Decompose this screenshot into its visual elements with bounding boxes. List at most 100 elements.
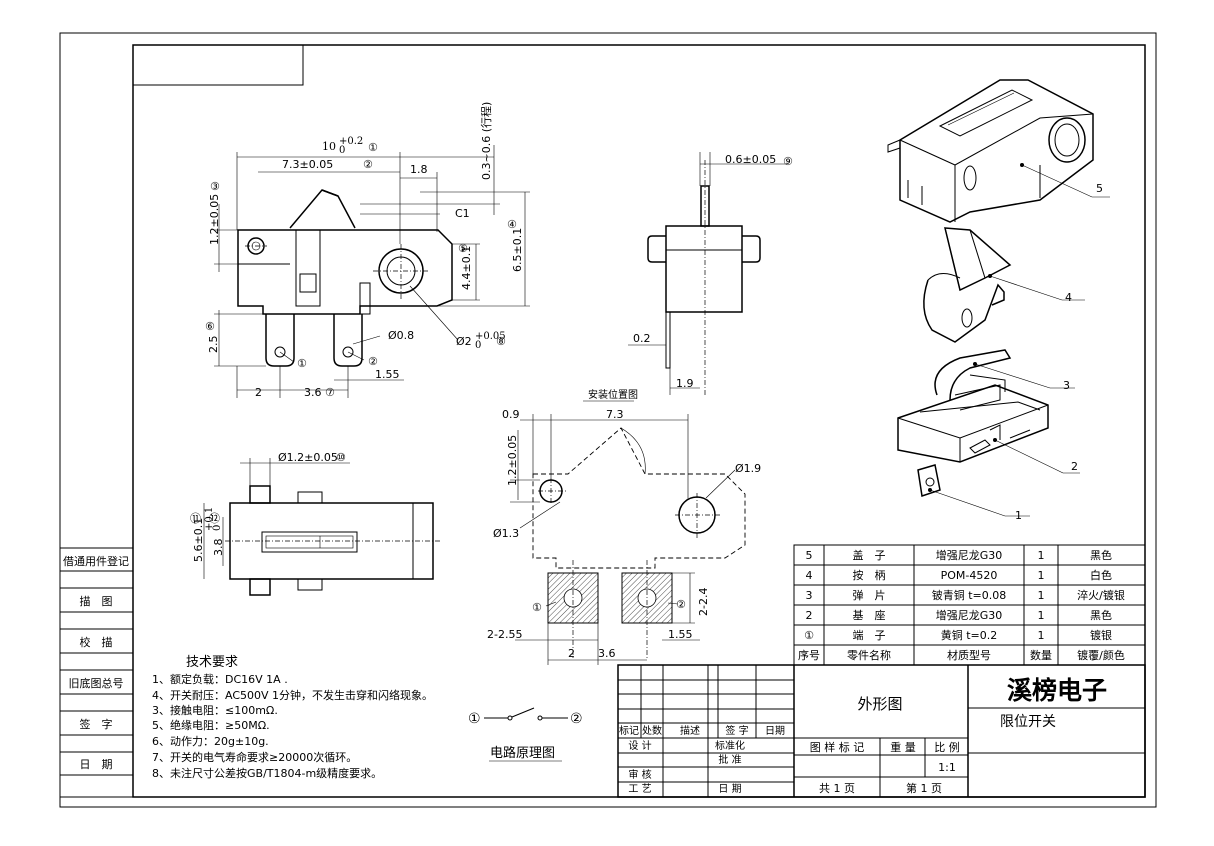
bom-row-3-finish: 淬火/镀银	[1077, 588, 1125, 602]
view-name: 外形图	[857, 695, 902, 713]
dim-side-19: 1.9	[676, 377, 694, 390]
dim-front-25: 2.5	[207, 336, 220, 354]
circuit-node-1: ①	[468, 711, 481, 727]
dim-side-06: 0.6±0.05	[725, 153, 776, 166]
title-block: 标记 处数 描述 签 字 日期 设 计 标准化 批 准 审 核 工 艺 日 期 …	[617, 664, 1146, 798]
bom-row-4-qty: 1	[1038, 569, 1045, 582]
dim-front-total-tol0: 0	[339, 145, 345, 156]
bom-row-5-no: 5	[806, 549, 813, 562]
callout-c8: ⑧	[496, 335, 506, 348]
callout-c12: ⑫	[209, 512, 220, 525]
bom-row-2-name: 基 座	[853, 608, 886, 622]
front-view: 10 +0.2 0 ① 7.3±0.05 ② 1.8 0.3~0.6 (行程) …	[205, 102, 530, 399]
bom-row-4-finish: 白色	[1090, 568, 1112, 582]
dim-front-36: 3.6	[304, 386, 322, 399]
dim-ins-12: 1.2±0.05	[506, 435, 519, 486]
rev-header-sign: 签 字	[725, 724, 748, 737]
dim-ins-13: Ø1.3	[493, 527, 519, 540]
dim-ins-2: 2	[568, 647, 575, 660]
bom-row-5-qty: 1	[1038, 549, 1045, 562]
company-name: 溪榜电子	[1007, 676, 1107, 705]
bom-row-2-finish: 黑色	[1090, 608, 1112, 622]
dim-front-18: 1.8	[410, 163, 428, 176]
strip-label-date: 日 期	[80, 758, 113, 771]
circuit-node-2: ②	[570, 711, 583, 727]
dim-front-73: 7.3±0.05	[282, 158, 333, 171]
bom-row-2-qty: 1	[1038, 609, 1045, 622]
callout-c4: ④	[507, 218, 517, 231]
strip-label-sign: 签 字	[80, 717, 113, 731]
bom-row-4-name: 按 柄	[853, 568, 886, 582]
bom-row-4-no: 4	[806, 569, 813, 582]
approval-design: 设 计	[628, 739, 651, 752]
bom-header-finish: 镀覆/颜色	[1077, 648, 1125, 662]
callout-c2: ②	[363, 158, 373, 171]
bom-row-3-no: 3	[806, 589, 813, 602]
base-part	[897, 384, 1080, 474]
approval-check: 审 核	[628, 768, 651, 781]
bom-row-1-no: ①	[804, 629, 814, 642]
bom-row-2-no: 2	[806, 609, 813, 622]
dim-front-phi2-tol0: 0	[475, 340, 481, 351]
page-number: 第 1 页	[906, 781, 942, 795]
dim-bottom-38-tol0: 0	[212, 525, 223, 531]
bom-table: 5 盖 子 增强尼龙G30 1 黑色 4 按 柄 POM-4520 1 白色 3…	[793, 544, 1146, 666]
callout-c11: ⑪	[190, 512, 201, 525]
rev-header-mark: 标记	[619, 725, 639, 737]
tech-item-1: 1、额定负载：DC16V 1A .	[152, 672, 288, 686]
callout-c7: ⑦	[325, 386, 335, 399]
dim-front-08: Ø0.8	[388, 329, 414, 342]
dim-front-155: 1.55	[375, 368, 400, 381]
bom-header-no: 序号	[798, 648, 820, 662]
dim-bottom-56: 5.6±0.1	[192, 518, 205, 562]
strip-label-old-base: 旧底图总号	[69, 676, 124, 690]
actuator-part	[923, 227, 1085, 343]
dim-front-travel: 0.3~0.6 (行程)	[480, 102, 493, 180]
terminal-part	[917, 464, 1030, 517]
circuit-diagram: ① ② 电路原理图	[468, 707, 583, 762]
dim-front-12: 1.2±0.05	[208, 194, 221, 245]
bom-header-material: 材质型号	[947, 648, 991, 662]
dim-front-c1: C1	[455, 207, 470, 220]
callout-2: 2	[1071, 460, 1078, 473]
outer-border	[59, 32, 1157, 808]
dim-side-02: 0.2	[633, 332, 651, 345]
callout-c5: ⑤	[458, 242, 468, 255]
tech-requirements: 技术要求 1、额定负载：DC16V 1A . 4、开关耐压：AC500V 1分钟…	[152, 655, 433, 780]
dim-front-2: 2	[255, 386, 262, 399]
approval-approve: 批 准	[718, 753, 741, 766]
callout-3: 3	[1063, 379, 1070, 392]
dim-bottom-38: 3.8	[212, 539, 225, 557]
tech-item-5: 6、动作力：20g±10g.	[152, 735, 269, 748]
circuit-label: 电路原理图	[490, 745, 555, 761]
bom-row-2-material: 增强尼龙G30	[936, 608, 1003, 622]
bom-header-name: 零件名称	[847, 648, 891, 662]
top-left-box	[132, 44, 304, 86]
dim-bottom-38-tol: +0.1	[204, 507, 215, 531]
terminal-2-label: ②	[368, 355, 378, 368]
dim-ins-19: Ø1.9	[735, 462, 761, 475]
exploded-view: 5 4 3 2 1	[887, 79, 1110, 522]
bom-row-1-name: 端 子	[853, 629, 886, 642]
bom-row-3-qty: 1	[1038, 589, 1045, 602]
terminal-1-label: ①	[297, 357, 307, 370]
pad-1-label: ①	[532, 601, 542, 614]
approval-standard: 标准化	[715, 739, 745, 752]
scale-value: 1:1	[938, 761, 956, 774]
dim-front-phi2: Ø2	[456, 335, 472, 348]
tech-item-4: 5、绝缘电阻：≥50MΩ.	[152, 718, 270, 732]
callout-1: 1	[1015, 509, 1022, 522]
dim-front-44: 4.4±0.1	[460, 246, 473, 290]
total-pages: 共 1 页	[819, 782, 855, 795]
spring-part	[934, 349, 1075, 411]
title-header-scale: 比 例	[934, 740, 960, 754]
bom-row-4-material: POM-4520	[941, 569, 998, 582]
title-header-weight: 重 量	[890, 740, 916, 754]
bottom-view: Ø1.2±0.05 ⑩ ⑪ 5.6±0.1 ⑫ 3.8 +0.1 0	[190, 451, 440, 596]
callout-c6: ⑥	[205, 320, 215, 333]
bom-row-5-material: 增强尼龙G30	[936, 548, 1003, 562]
install-title: 安装位置图	[588, 388, 638, 401]
tech-item-2: 4、开关耐压：AC500V 1分钟，不发生击穿和闪络现象。	[152, 688, 433, 702]
tech-item-7: 8、未注尺寸公差按GB/T1804-m级精度要求。	[152, 766, 382, 780]
